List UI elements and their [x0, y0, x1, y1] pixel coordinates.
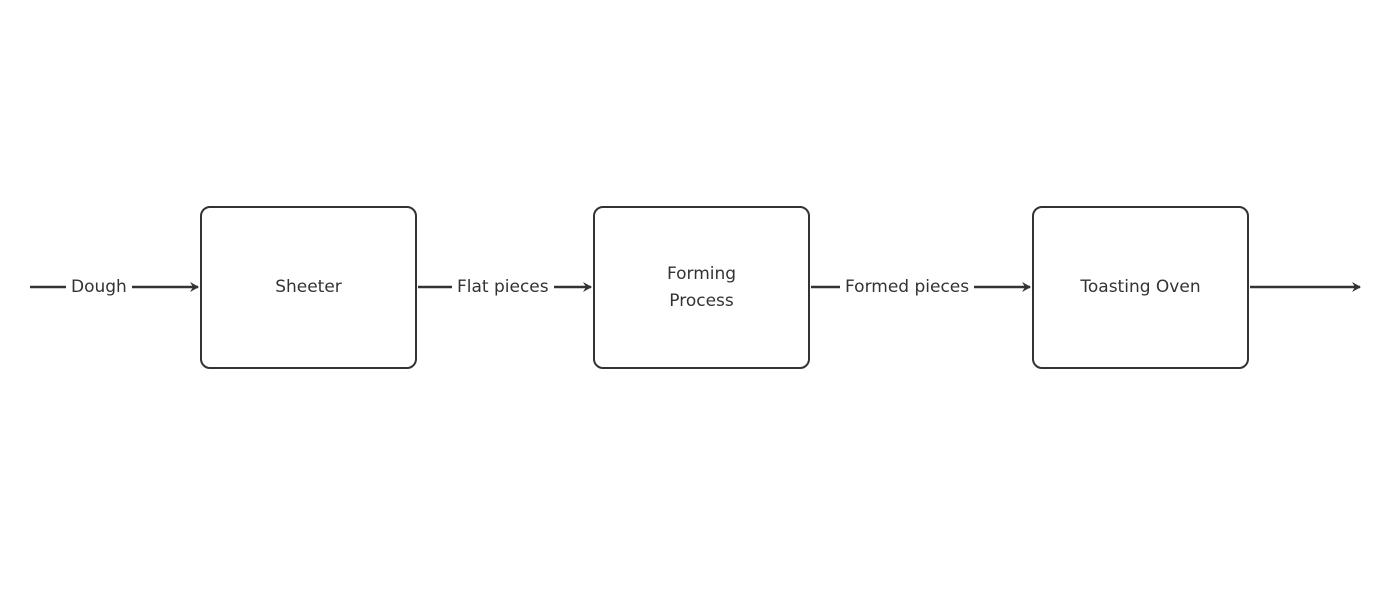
node-label: Forming Process — [666, 263, 737, 311]
edge-label-flat-pieces: Flat pieces — [452, 275, 554, 299]
edge-label-dough: Dough — [66, 275, 132, 299]
node-toasting-oven[interactable]: Toasting Oven — [1032, 206, 1249, 369]
node-sheeter[interactable]: Sheeter — [200, 206, 417, 369]
node-label: Toasting Oven — [1080, 277, 1201, 297]
node-forming-process[interactable]: Forming Process — [593, 206, 810, 369]
edge-label-formed-pieces: Formed pieces — [840, 275, 975, 299]
node-label: Sheeter — [275, 277, 342, 297]
